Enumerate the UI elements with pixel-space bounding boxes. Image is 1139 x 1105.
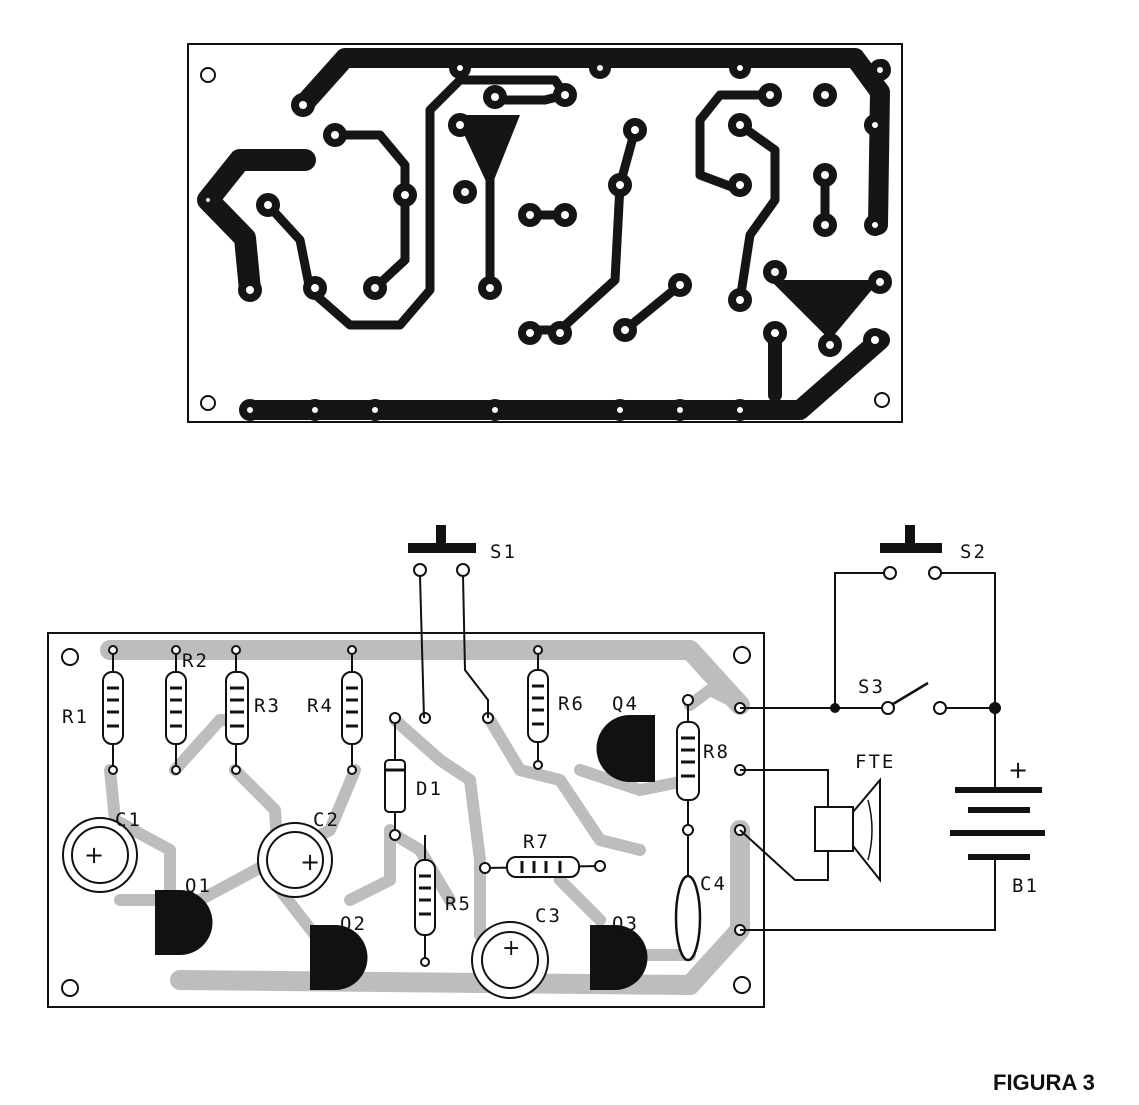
trace-top-bus — [293, 48, 890, 235]
label-r8: R8 — [703, 741, 730, 763]
label-r5: R5 — [445, 893, 472, 915]
trace-left-s — [263, 75, 570, 330]
resistor-r1 — [102, 650, 124, 770]
capacitor-c4 — [674, 830, 702, 962]
mounting-holes-bottom — [61, 646, 751, 997]
label-q2: Q2 — [340, 913, 367, 935]
switch-s3 — [881, 681, 947, 715]
switch-s1 — [408, 525, 489, 719]
speaker-fte — [814, 777, 881, 883]
c2-plus: + — [300, 848, 320, 876]
label-c3: C3 — [535, 905, 562, 927]
label-d1: D1 — [416, 778, 443, 800]
pad-triangle-right — [770, 280, 880, 340]
label-r1: R1 — [62, 706, 89, 728]
resistor-r4 — [341, 650, 363, 770]
battery-b1: + — [950, 756, 1045, 860]
label-s1: S1 — [490, 541, 517, 563]
c1-plus: + — [84, 841, 104, 869]
trace-bottom-bus — [240, 330, 890, 420]
capacitor-c2: + — [257, 822, 333, 898]
trace-right-s — [735, 120, 780, 305]
component-layout: + + + — [47, 525, 1045, 1008]
transistor-q3 — [590, 925, 648, 990]
label-fte: FTE — [855, 751, 895, 773]
capacitor-c3: + — [471, 921, 549, 999]
resistor-r5 — [414, 835, 436, 962]
battery-plus: + — [1008, 756, 1028, 784]
resistor-r8 — [676, 695, 700, 830]
transistor-q1 — [155, 890, 213, 955]
capacitor-c1: + — [62, 817, 138, 893]
label-c2: C2 — [313, 809, 340, 831]
label-s3: S3 — [858, 676, 885, 698]
switch-s2 — [880, 525, 942, 580]
resistor-r6 — [527, 650, 549, 765]
label-b1: B1 — [1012, 875, 1039, 897]
label-r6: R6 — [558, 693, 585, 715]
label-r4: R4 — [307, 695, 334, 717]
trace-right-top — [695, 90, 775, 195]
label-c1: C1 — [115, 809, 142, 831]
transistor-q2 — [310, 925, 368, 990]
label-r2: R2 — [182, 650, 209, 672]
transistor-q4 — [596, 715, 655, 782]
board-pads — [108, 645, 746, 967]
label-q3: Q3 — [612, 913, 639, 935]
label-q4: Q4 — [612, 693, 639, 715]
resistor-r7 — [484, 856, 601, 878]
diode-d1 — [384, 718, 406, 835]
figure-label: FIGURA 3 — [993, 1070, 1095, 1095]
pcb-copper-layout — [187, 43, 903, 423]
resistor-r2 — [165, 650, 187, 770]
c3-plus: + — [502, 936, 520, 961]
trace-left-inner — [330, 130, 410, 293]
label-s2: S2 — [960, 541, 987, 563]
component-labels: R1 R2 R3 R4 R6 R8 R7 R5 D1 C1 C2 C3 C4 Q… — [62, 541, 1039, 935]
label-r7: R7 — [523, 831, 550, 853]
external-wiring — [739, 572, 1001, 931]
label-q1: Q1 — [185, 875, 212, 897]
label-c4: C4 — [700, 873, 727, 895]
resistor-r3 — [225, 650, 249, 770]
pcb-pads — [198, 57, 892, 421]
label-r3: R3 — [254, 695, 281, 717]
